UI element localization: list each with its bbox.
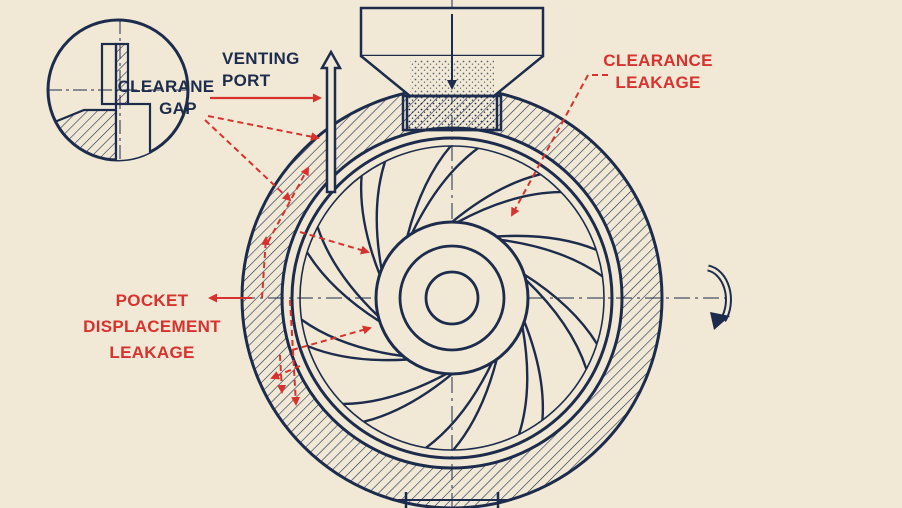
venting-port-label-1: VENTING bbox=[222, 49, 300, 68]
rotor-vane bbox=[363, 373, 453, 423]
venting-port-label-2: PORT bbox=[222, 71, 271, 90]
clearance-gap-label-1: CLEARANE bbox=[118, 77, 215, 96]
rotor-vane bbox=[451, 173, 541, 223]
rotor-vane bbox=[523, 321, 545, 421]
rotor-vane bbox=[452, 359, 498, 451]
rotor-vane-edge bbox=[300, 318, 404, 358]
rotor-vane bbox=[359, 175, 381, 275]
outlet bbox=[392, 492, 512, 508]
rotor-vane bbox=[406, 145, 452, 237]
pocket-leakage-label-2: DISPLACEMENT bbox=[83, 317, 221, 336]
rotor-vane-edge bbox=[410, 147, 479, 235]
rotor-vane-edge bbox=[375, 161, 387, 270]
rotor-vane bbox=[523, 273, 598, 345]
rotor-vane-edge bbox=[456, 190, 562, 224]
clearance-gap-inset bbox=[46, 18, 190, 162]
rotor-vane-edge bbox=[342, 372, 448, 406]
pocket-leakage-label-1: POCKET bbox=[116, 291, 189, 310]
rotor-vane-edge bbox=[316, 226, 380, 318]
clearance-leakage-label-2: LEAKAGE bbox=[615, 73, 700, 92]
rotor bbox=[290, 136, 614, 460]
rotor-vanes bbox=[300, 145, 604, 451]
rotation-arrow-icon bbox=[707, 264, 732, 330]
clearance-leakage-label-1: CLEARANCE bbox=[603, 51, 712, 70]
rotor-vane-edge bbox=[517, 326, 529, 435]
venting-port bbox=[319, 49, 343, 194]
rotor-vane-edge bbox=[524, 278, 588, 370]
leakage-arrows bbox=[204, 74, 608, 406]
rotor-vane bbox=[307, 345, 408, 362]
pocket-leakage-label-3: LEAKAGE bbox=[109, 343, 194, 362]
rotor-vane-edge bbox=[500, 238, 604, 278]
clearance-gap-label-2: GAP bbox=[159, 99, 197, 118]
rotor-vane-edge bbox=[425, 361, 494, 449]
labels: CLEARANE GAP VENTING PORT CLEARANCE LEAK… bbox=[83, 49, 712, 362]
inlet-hopper bbox=[359, 6, 545, 132]
rotor-vane bbox=[306, 251, 381, 323]
rotor-vane bbox=[496, 234, 597, 251]
